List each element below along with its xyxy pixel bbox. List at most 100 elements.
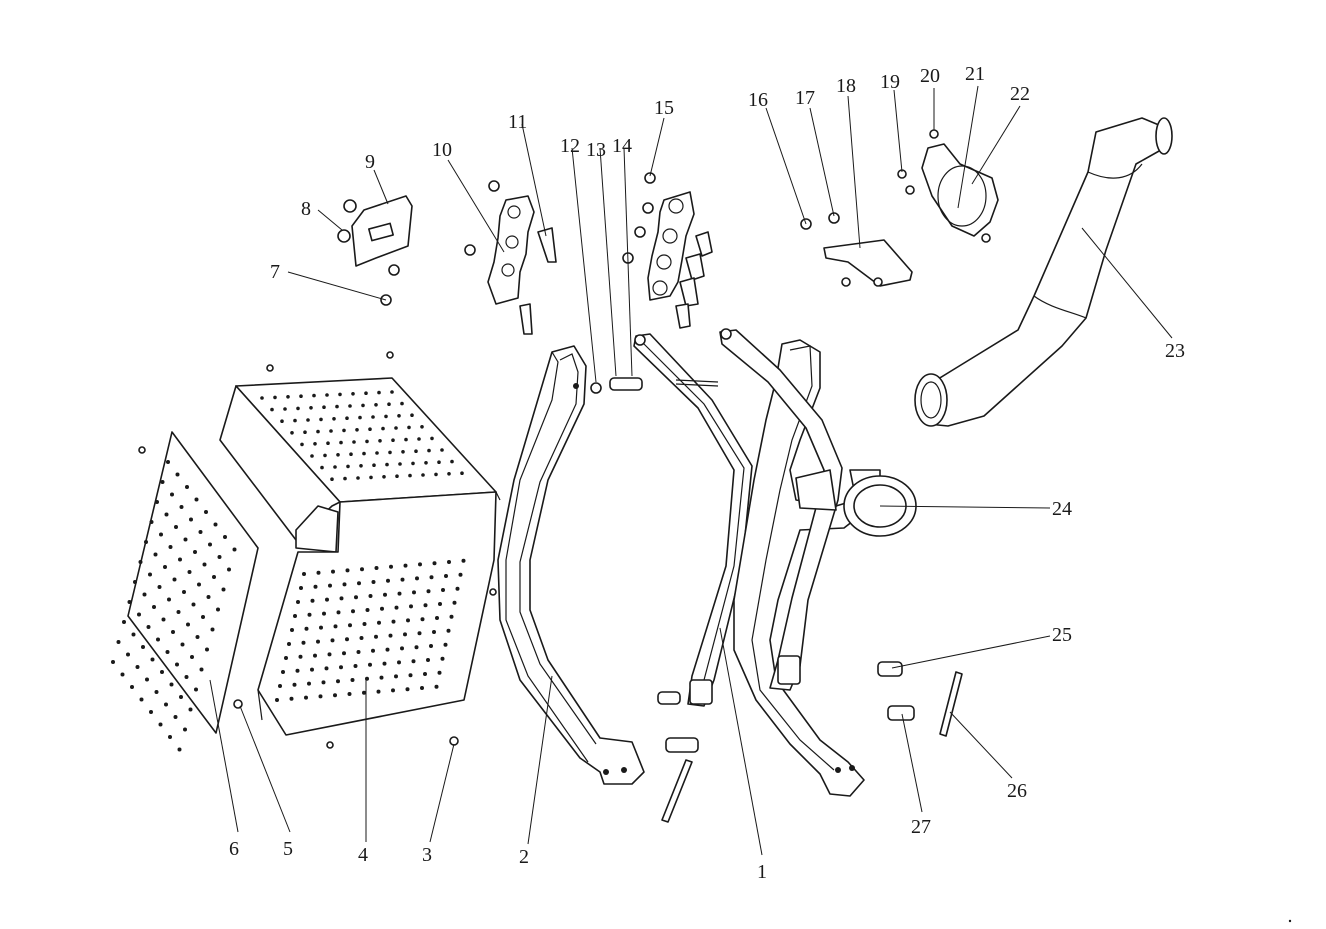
perforation-hole (351, 392, 355, 396)
perforation-hole (208, 542, 212, 547)
perforation-hole (318, 694, 323, 699)
perforation-hole (210, 627, 215, 632)
perforation-hole (362, 622, 367, 626)
perforation-hole (168, 735, 172, 739)
perforation-hole (447, 472, 451, 476)
perforation-hole (400, 577, 405, 582)
part-26-pin (939, 671, 963, 737)
perforation-hole (348, 404, 352, 408)
perforation-hole (403, 563, 408, 568)
perforation-hole (142, 592, 147, 597)
perforation-hole (139, 697, 144, 702)
perforation-hole (460, 471, 464, 476)
perforation-hole (316, 429, 320, 434)
perforation-hole (171, 630, 175, 634)
callout-7: 7 (270, 261, 280, 283)
callout-27: 27 (911, 816, 931, 838)
perforation-hole (175, 472, 180, 477)
perforation-hole (168, 545, 173, 549)
perforation-hole (144, 540, 148, 544)
perforation-hole (443, 642, 448, 647)
perforation-hole (362, 690, 366, 695)
perforation-hole (273, 395, 277, 400)
callout-20: 20 (920, 65, 940, 87)
perforation-hole (389, 564, 393, 569)
perforation-hole (260, 396, 264, 400)
perforation-hole (193, 550, 197, 554)
perforation-hole (354, 595, 358, 600)
perforation-hole (372, 463, 376, 468)
perforation-hole (160, 480, 165, 484)
perforation-hole (384, 414, 388, 419)
perforation-hole (374, 403, 378, 407)
perforation-hole (296, 600, 300, 604)
perforation-hole (227, 567, 231, 572)
callout-19: 19 (880, 71, 900, 93)
perforation-hole (440, 656, 445, 661)
part-23-pipe (914, 117, 1173, 427)
perforation-hole (339, 440, 343, 445)
perforation-hole (307, 612, 312, 617)
part-20-bolt (929, 129, 939, 139)
callout-labels: 1 2 3 4 5 6 7 8 9 10 11 12 13 14 15 16 1… (229, 63, 1185, 883)
perforation-hole (417, 437, 421, 441)
perforation-hole (270, 407, 274, 412)
perforation-hole (122, 620, 126, 624)
perforation-hole (216, 607, 220, 612)
perforation-hole (450, 459, 454, 464)
perforation-hole (325, 393, 329, 397)
perforation-hole (427, 448, 431, 453)
pins-12-13-14 (590, 377, 719, 394)
callout-15: 15 (654, 97, 674, 119)
perforation-hole (307, 681, 311, 686)
perforation-hole (351, 609, 355, 614)
perforation-hole (338, 392, 342, 397)
perforation-hole (165, 650, 170, 654)
callout-16: 16 (748, 89, 768, 111)
part-15-clamp-block (622, 172, 713, 329)
perforation-hole (415, 576, 419, 581)
perforation-hole (408, 473, 412, 478)
perforation-hole (376, 689, 381, 694)
perforation-hole (323, 453, 327, 458)
callout-18: 18 (836, 75, 856, 97)
perforation-hole (283, 407, 287, 411)
perforation-hole (278, 684, 282, 688)
part-2-left-frame (497, 345, 645, 785)
perforation-hole (360, 567, 364, 572)
perforation-hole (116, 640, 121, 644)
perforation-hole (312, 393, 316, 398)
perforation-hole (303, 430, 307, 435)
perforation-hole (378, 439, 382, 443)
perforation-hole (359, 464, 363, 468)
perforation-hole (420, 686, 424, 690)
perforation-hole (166, 460, 170, 464)
perforation-hole (343, 476, 347, 481)
callout-5: 5 (283, 838, 293, 860)
perforation-hole (336, 610, 341, 615)
perforation-hole (201, 615, 205, 619)
perforation-hole (131, 632, 136, 637)
perforation-hole (430, 436, 434, 441)
perforation-hole (313, 442, 317, 446)
perforation-hole (149, 520, 154, 524)
perforation-hole (120, 672, 125, 677)
perforation-hole (158, 722, 163, 727)
perforation-hole (293, 614, 297, 618)
part-25-bushing (877, 661, 903, 677)
callout-12: 12 (560, 135, 580, 157)
perforation-hole (336, 453, 340, 457)
perforation-hole (382, 475, 386, 479)
perforation-hole (400, 646, 404, 651)
perforation-hole (304, 695, 308, 700)
perforation-hole (348, 623, 352, 628)
perforation-hole (444, 574, 448, 578)
perforation-hole (164, 512, 169, 517)
perforation-hole (130, 685, 134, 689)
perforation-hole (330, 477, 334, 482)
perforation-hole (339, 596, 344, 601)
perforation-hole (322, 405, 326, 410)
callout-14: 14 (612, 135, 632, 157)
callout-4: 4 (358, 844, 368, 866)
perforation-hole (421, 473, 425, 477)
